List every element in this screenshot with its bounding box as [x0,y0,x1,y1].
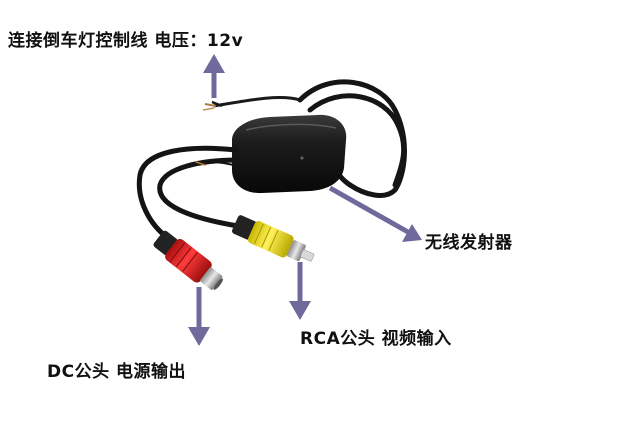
dc-power-label: DC公头 电源输出 [47,362,187,382]
transmitter-label: 无线发射器 [425,233,513,253]
arrow-rca [289,262,311,320]
transmitter-box [232,114,347,194]
rca-input-label: RCA公头 视频输入 [300,329,452,349]
dc-plug-red [153,230,223,290]
rca-plug-yellow [232,215,315,262]
arrow-dc [188,287,210,346]
control-wire-label: 连接倒车灯控制线 电压：12v [8,31,244,51]
arrow-transmitter [328,185,422,242]
output-cables [136,145,241,241]
control-wire [202,96,301,111]
arrow-control-wire [203,54,225,98]
